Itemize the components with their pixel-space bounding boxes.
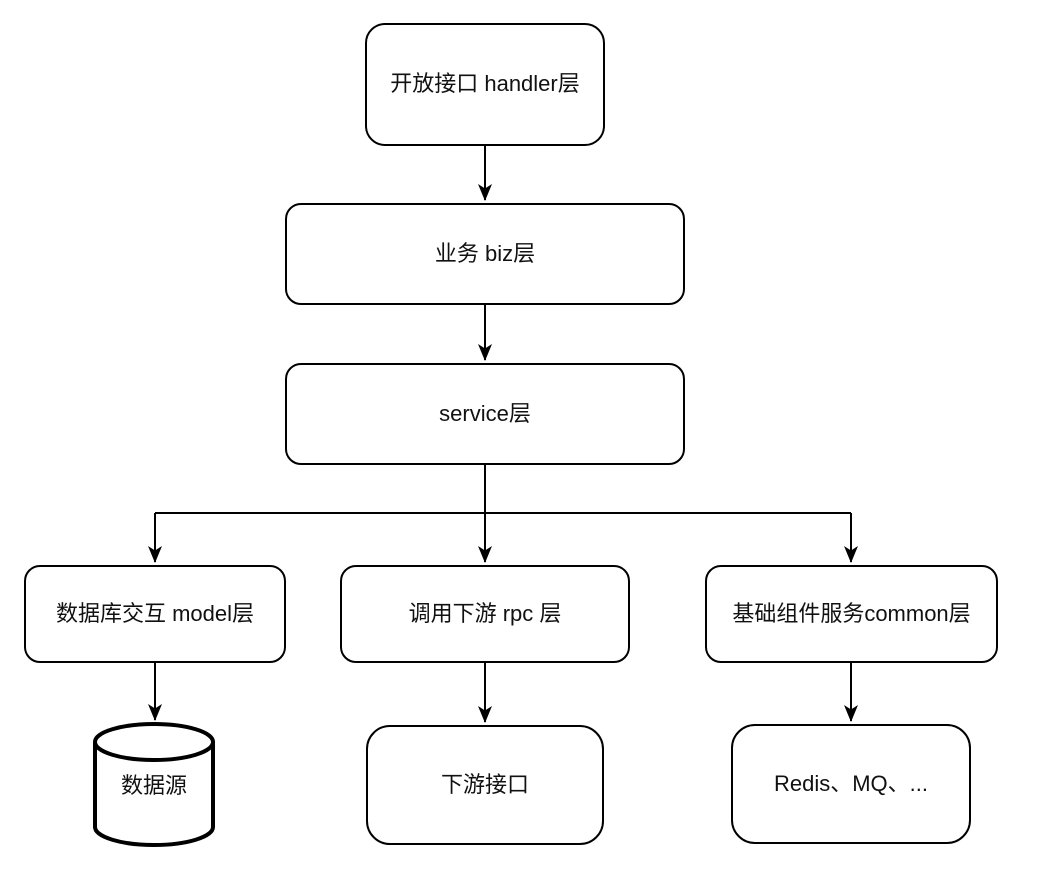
node-redis-label: Redis、MQ、... — [773, 770, 929, 796]
node-common-layer: 基础组件服务common层 — [705, 565, 998, 663]
node-downstream-label: 下游接口 — [440, 771, 529, 797]
node-service-label: service层 — [439, 400, 531, 426]
datasource-cylinder-shape — [93, 722, 215, 847]
node-biz-layer: 业务 biz层 — [285, 203, 685, 305]
node-model-layer: 数据库交互 model层 — [24, 565, 286, 663]
node-biz-label: 业务 biz层 — [434, 240, 536, 266]
node-handler-label: 开放接口 handler层 — [390, 71, 580, 97]
node-common-label: 基础组件服务common层 — [732, 600, 971, 626]
node-handler-layer: 开放接口 handler层 — [365, 23, 605, 146]
node-datasource: 数据源 — [93, 758, 215, 814]
node-model-label: 数据库交互 model层 — [55, 600, 255, 626]
node-service-layer: service层 — [285, 363, 685, 465]
node-redis-mq: Redis、MQ、... — [731, 724, 971, 844]
node-rpc-layer: 调用下游 rpc 层 — [340, 565, 630, 663]
node-datasource-label: 数据源 — [120, 772, 187, 798]
node-rpc-label: 调用下游 rpc 层 — [408, 600, 562, 626]
node-downstream-interface: 下游接口 — [366, 725, 604, 845]
